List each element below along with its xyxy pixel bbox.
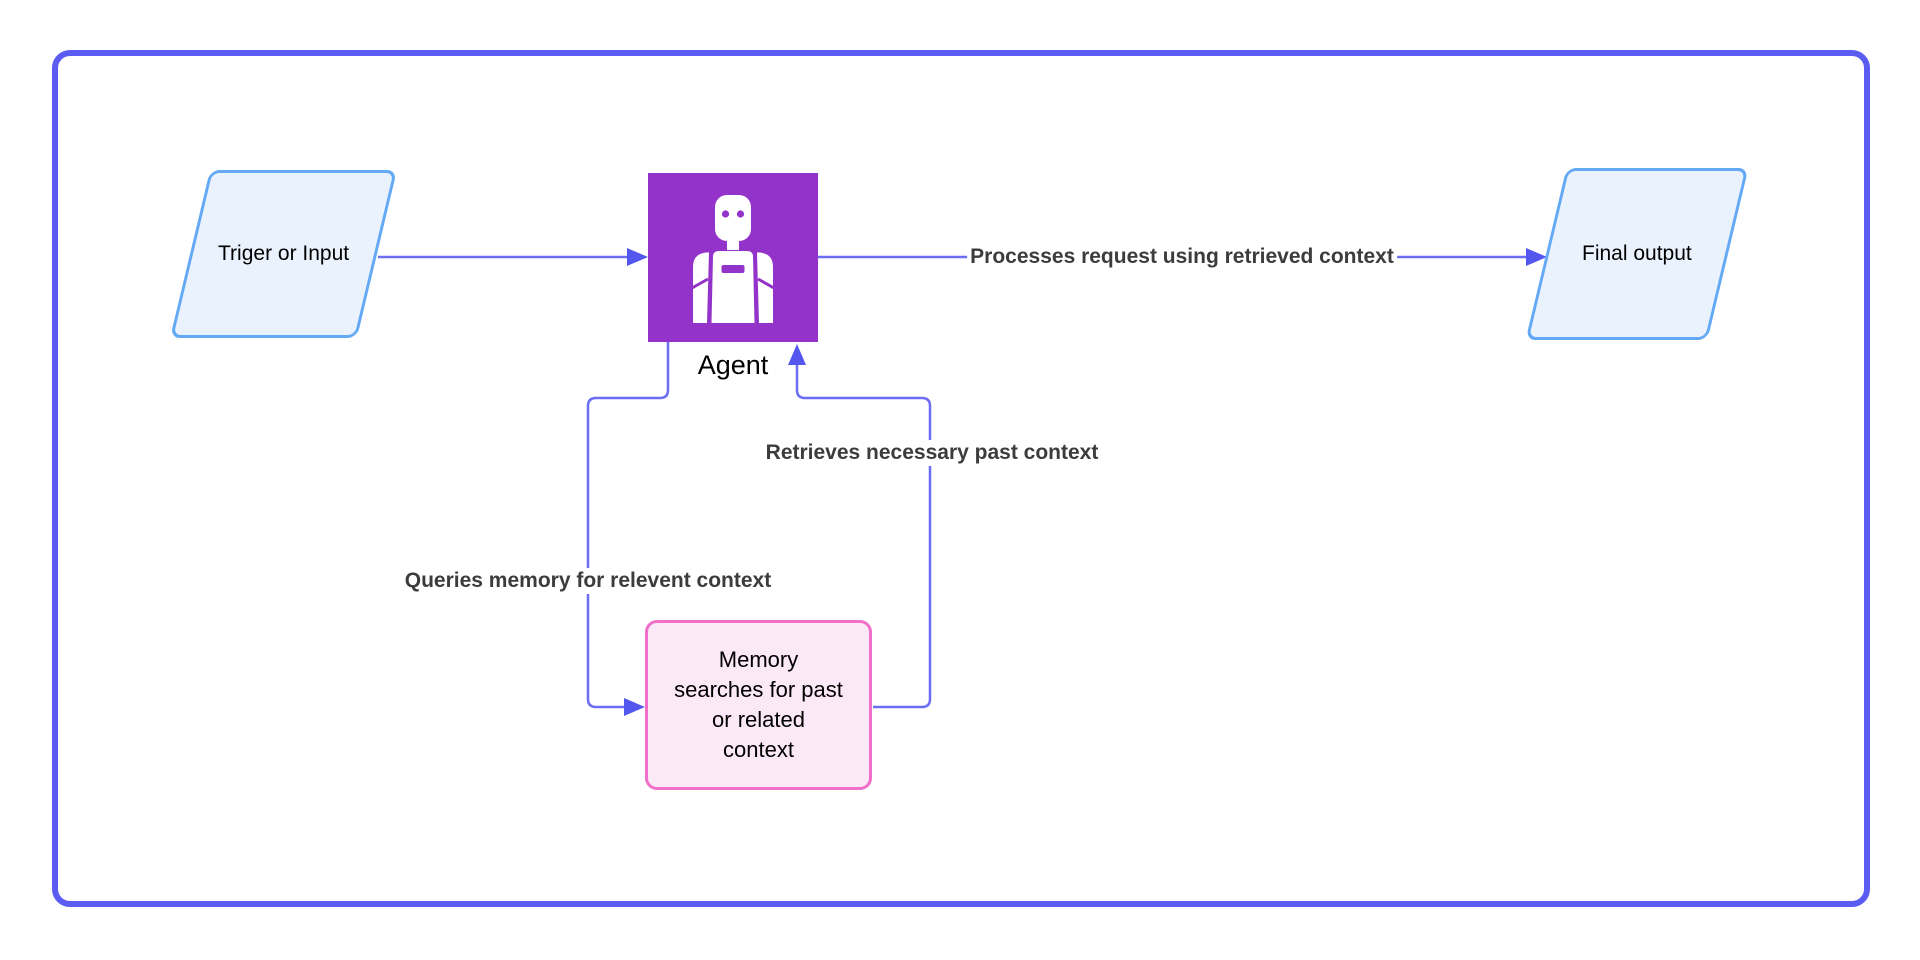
edge-agent-to-memory[interactable] [586,342,670,709]
node-agent[interactable] [648,173,818,342]
node-memory[interactable]: Memory searches for past or related cont… [645,620,872,790]
arrowhead-agent-to-memory [624,698,645,716]
arrowhead-agent-to-final [1526,248,1547,266]
arrowhead-memory-to-agent [788,344,806,365]
node-trigger-input-label: Triger or Input [217,242,350,265]
node-agent-label: Agent [697,350,769,380]
robot-icon [691,195,775,323]
node-final-output-label: Final output [1582,242,1692,265]
diagram-frame-border[interactable] [52,50,1870,907]
arrowhead-trigger-to-agent [627,248,648,266]
edge-label-processes[interactable]: Processes request using retrieved contex… [967,244,1397,270]
node-trigger-input[interactable]: Triger or Input [169,170,398,338]
edge-label-retrieves[interactable]: Retrieves necessary past context [762,440,1102,466]
edge-memory-to-agent[interactable] [795,364,932,709]
node-memory-label: Memory searches for past or related cont… [674,647,843,762]
edge-label-queries[interactable]: Queries memory for relevent context [401,568,775,594]
